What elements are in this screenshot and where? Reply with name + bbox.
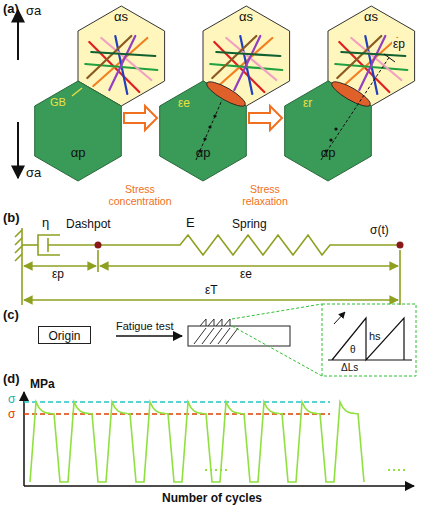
stress-symbol: σa: [26, 166, 41, 181]
panel-label: (b): [3, 211, 20, 226]
box-text: Origin: [39, 329, 90, 343]
process-label: Stress concentration: [101, 183, 179, 207]
element-label: Dashpot: [66, 218, 111, 232]
stress-level: σ: [8, 408, 15, 422]
strain-label: εp: [52, 268, 64, 282]
modulus-symbol: E: [186, 216, 195, 231]
stress-symbol: σ(t): [370, 224, 389, 238]
stress-waveform: [30, 402, 364, 482]
specimen-box: Origin: [38, 326, 91, 344]
phase-label: αs: [364, 10, 378, 25]
phase-label: αs: [114, 10, 128, 25]
panel-label: (a): [3, 2, 19, 17]
strain-label: εp: [392, 38, 406, 52]
strain-label: εr: [303, 97, 312, 111]
axis-unit: MPa: [30, 378, 55, 392]
phase-label: αs: [239, 10, 253, 25]
phase-label: αp: [71, 146, 86, 161]
process-label: Fatigue test: [116, 320, 173, 333]
axis-title: Number of cycles: [162, 492, 262, 506]
element-label: Spring: [232, 218, 267, 232]
panel-label: (c): [3, 308, 19, 323]
strain-label: εe: [178, 97, 190, 111]
stress-level: σ: [8, 393, 15, 407]
panel-label: (d): [3, 372, 20, 387]
phase-label: αp: [196, 146, 211, 161]
dimension-label: hs: [369, 330, 381, 343]
dimension-label: ΔLs: [341, 362, 358, 374]
stress-symbol: σa: [26, 4, 41, 19]
viscosity-symbol: η: [42, 216, 49, 231]
process-label: Stress relaxation: [226, 183, 304, 207]
phase-label: αp: [321, 146, 336, 161]
boundary-label: GB: [50, 96, 66, 109]
angle-label: θ: [350, 344, 356, 356]
strain-label: εe: [240, 268, 252, 282]
strain-label: εT: [205, 284, 218, 298]
